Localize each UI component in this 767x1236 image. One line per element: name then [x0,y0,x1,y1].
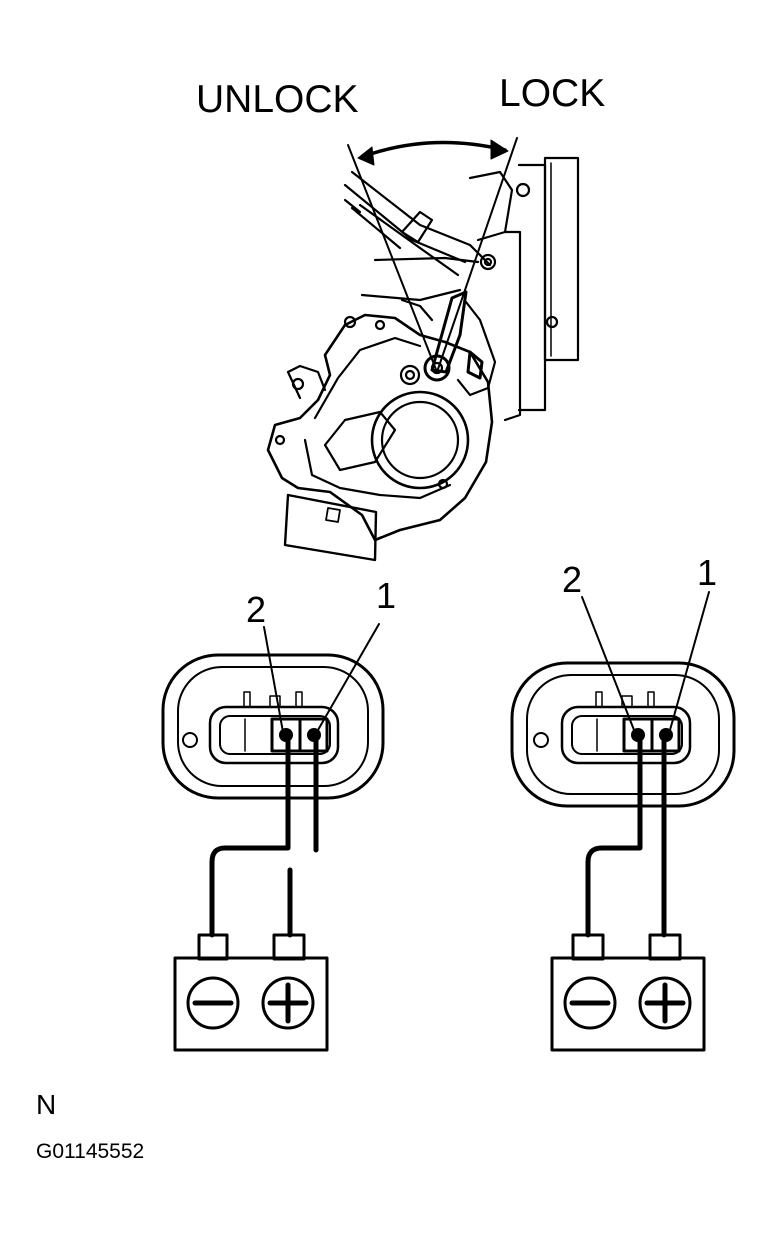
right-wire-terminal-2 [585,732,643,938]
right-terminal-1-label: 1 [697,552,717,593]
left-connector-body-outer [161,653,385,800]
unlock-label: UNLOCK [196,78,359,121]
left-terminal-2-label: 2 [246,589,266,630]
left-connector-circuit: 2 1 [161,575,396,1052]
swing-arrowhead-left [357,146,375,166]
plus-sign-icon [638,976,692,1030]
actuator-housing [266,313,494,542]
corner-letter: N [36,1089,57,1120]
mounting-plate [543,156,580,362]
right-leader-2 [581,596,635,731]
swing-arrow [360,140,507,159]
gear-housing [370,390,470,490]
left-wire-terminal-2 [209,732,291,938]
lock-lever [430,290,468,374]
left-battery-neg-post [197,933,229,961]
right-battery-neg-post [571,933,605,961]
minus-sign-icon [186,976,240,1030]
plus-sign-icon [261,976,315,1030]
right-connector-body-outer [510,661,736,808]
left-leader-1 [317,623,380,731]
left-wire-terminal-1 [287,732,319,938]
figure-code: G01145552 [36,1140,145,1163]
minus-sign-icon [563,976,617,1030]
right-leader-1 [669,591,710,731]
lock-label: LOCK [499,72,606,115]
right-battery-pos-post [648,933,682,961]
swing-arrowhead-right [490,139,509,160]
lever-pivot [423,354,451,382]
actuator-connector [283,493,378,562]
right-terminal-2-label: 2 [562,559,582,600]
right-connector-circuit: 2 1 [510,552,736,1052]
door-lock-actuator [266,137,580,562]
left-battery-body [173,956,329,1052]
left-battery-pos-post [272,933,306,961]
left-leader-2 [263,626,284,733]
left-terminal-1-label: 1 [376,575,396,616]
right-battery-body [550,956,706,1052]
